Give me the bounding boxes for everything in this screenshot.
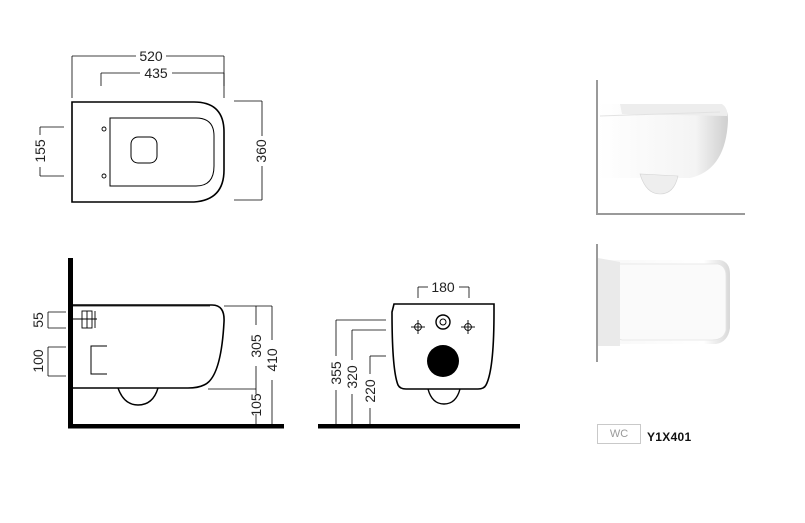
rear-inlet-inner [439,318,447,326]
dimension-155-label: 155 [32,139,48,163]
side-view-body [72,304,225,389]
dimension-side-heights [208,305,273,424]
rear-view: 180 355 320 220 [318,279,520,429]
dimension-360-label: 360 [253,139,269,163]
rear-outlet [427,345,459,377]
dimension-305-label: 305 [248,334,264,358]
dimension-355-label: 355 [328,361,344,385]
product-photo-top [596,244,730,362]
dimension-220-label: 220 [362,379,378,403]
fixing-hole-upper [101,126,107,132]
dimension-105-label: 105 [248,393,264,417]
rear-view-trap [427,388,461,405]
dimension-bowl-length [100,72,225,86]
floor [68,424,284,429]
dimension-55-label: 55 [30,312,46,328]
rear-view-floor [318,424,520,429]
rear-view-body [391,303,495,390]
top-view-bowl-opening [130,136,158,164]
dimension-outlet-height [47,346,66,377]
top-view-outline [71,101,225,203]
dimension-410-label: 410 [264,348,280,372]
rear-inlet-outer [435,314,451,330]
top-view: 520 435 360 [32,48,269,203]
dimension-rear-heights [335,319,386,424]
model-number: Y1X401 [647,430,692,444]
product-photo-side [596,80,745,215]
side-view-trap [117,387,159,406]
bolt-hole-left-icon [411,320,425,334]
dimension-depth [234,100,263,201]
side-view: 55 100 305 410 105 [30,258,284,429]
dimension-435-label: 435 [144,65,168,81]
dimension-320-label: 320 [344,365,360,389]
wall [68,258,73,428]
outlet-bracket [90,345,107,375]
fixing-hole-lower [101,173,107,179]
dimension-180-label: 180 [431,279,455,295]
bolt-hole-right-icon [461,320,475,334]
dimension-inlet-height [47,311,66,329]
top-view-seat [109,117,215,187]
dimension-fixing-spacing [39,126,64,177]
dimension-520-label: 520 [139,48,163,64]
inlet-fitting [73,310,97,329]
dimension-100-label: 100 [30,349,46,373]
wc-badge: WC [597,424,641,444]
dimension-overall-length [71,55,225,98]
dimension-bolt-spacing [417,286,470,298]
